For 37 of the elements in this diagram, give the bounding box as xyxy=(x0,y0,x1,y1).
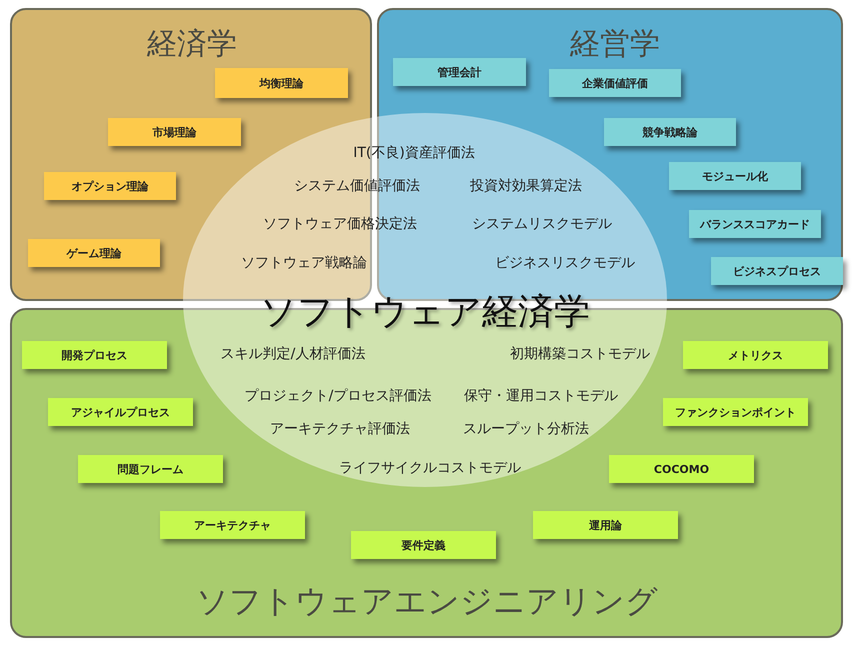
method-label: ソフトウェア戦略論 xyxy=(241,254,367,272)
method-label: 投資対効果算定法 xyxy=(470,177,582,195)
topic-box: ゲーム理論 xyxy=(28,239,160,267)
method-label: 保守・運用コストモデル xyxy=(464,387,618,405)
method-label: スキル判定/人材評価法 xyxy=(220,345,366,363)
topic-box: オプション理論 xyxy=(44,172,176,200)
topic-box: 均衡理論 xyxy=(215,68,348,98)
panel-heading: ソフトウェアエンジニアリング xyxy=(196,581,658,622)
method-label: システム価値評価法 xyxy=(294,177,420,195)
topic-box: アジャイルプロセス xyxy=(48,398,193,426)
panel-heading: 経営学 xyxy=(570,26,660,64)
topic-box: 競争戦略論 xyxy=(604,118,736,146)
topic-box: 企業価値評価 xyxy=(549,69,681,97)
topic-box: バランススコアカード xyxy=(689,210,821,238)
method-label: システムリスクモデル xyxy=(472,215,612,233)
method-label: IT(不良)資産評価法 xyxy=(353,144,475,162)
topic-box: COCOMO xyxy=(609,455,754,483)
topic-box: 開発プロセス xyxy=(22,341,167,369)
method-label: スループット分析法 xyxy=(463,420,589,438)
method-label: ビジネスリスクモデル xyxy=(495,254,635,272)
panel-heading: 経済学 xyxy=(147,26,237,64)
topic-box: メトリクス xyxy=(683,341,828,369)
topic-box: 市場理論 xyxy=(108,118,241,146)
topic-box: 要件定義 xyxy=(351,531,496,559)
center-title: ソフトウェア経済学 xyxy=(260,290,590,334)
method-label: ソフトウェア価格決定法 xyxy=(263,215,417,233)
topic-box: 運用論 xyxy=(533,511,678,539)
method-label: 初期構築コストモデル xyxy=(510,345,650,363)
method-label: プロジェクト/プロセス評価法 xyxy=(244,387,432,405)
topic-box: 問題フレーム xyxy=(78,455,223,483)
topic-box: ビジネスプロセス xyxy=(711,257,843,285)
topic-box: アーキテクチャ xyxy=(160,511,305,539)
method-label: ライフサイクルコストモデル xyxy=(339,459,521,477)
topic-box: ファンクションポイント xyxy=(663,398,808,426)
method-label: アーキテクチャ評価法 xyxy=(270,420,410,438)
topic-box: モジュール化 xyxy=(669,162,801,190)
topic-box: 管理会計 xyxy=(393,58,526,86)
